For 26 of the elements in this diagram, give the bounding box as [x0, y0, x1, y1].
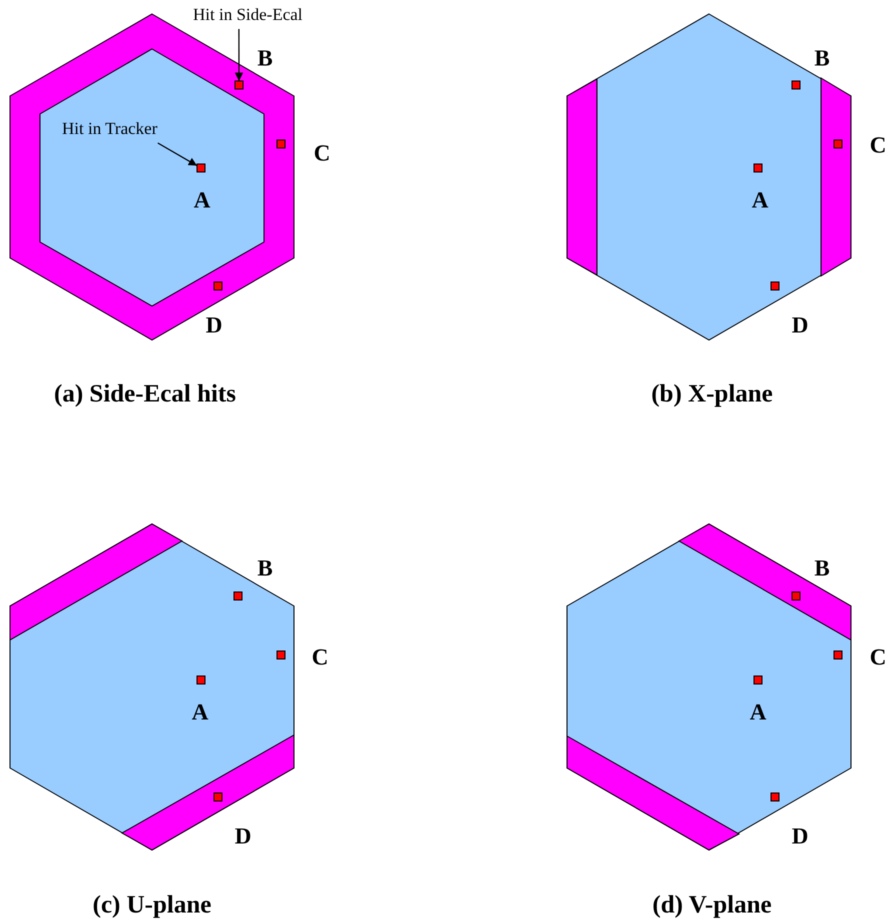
annotation-text: Hit in Side-Ecal — [193, 6, 303, 23]
callout-letter: A — [192, 700, 208, 724]
callout-letter: D — [792, 314, 808, 336]
callout-letter: A — [752, 188, 768, 212]
callout-letter: A — [194, 188, 210, 212]
callout-letter: C — [870, 134, 886, 156]
panel-caption: (b) X-plane — [651, 382, 773, 406]
annotation-text: Hit in Tracker — [62, 120, 158, 137]
callout-letter: D — [792, 824, 808, 848]
callout-letter: B — [814, 556, 830, 580]
leader-arrow — [158, 142, 198, 166]
panel-caption: (a) Side-Ecal hits — [54, 382, 236, 406]
callout-letter: D — [206, 314, 222, 336]
callout-letter: D — [234, 824, 252, 848]
callout-letter: C — [312, 646, 328, 668]
callout-letter: C — [314, 142, 330, 164]
callout-letter: A — [750, 700, 766, 724]
callout-letter: B — [814, 46, 830, 70]
panel-caption: (d) V-plane — [652, 892, 772, 918]
hit-marker — [196, 164, 206, 172]
leader-arrow — [234, 29, 244, 81]
callout-letter: B — [257, 556, 273, 580]
callout-letter: C — [870, 646, 886, 668]
hit-marker — [234, 80, 244, 90]
panel-caption: (c) U-plane — [92, 892, 212, 918]
callout-letter: B — [257, 46, 273, 70]
